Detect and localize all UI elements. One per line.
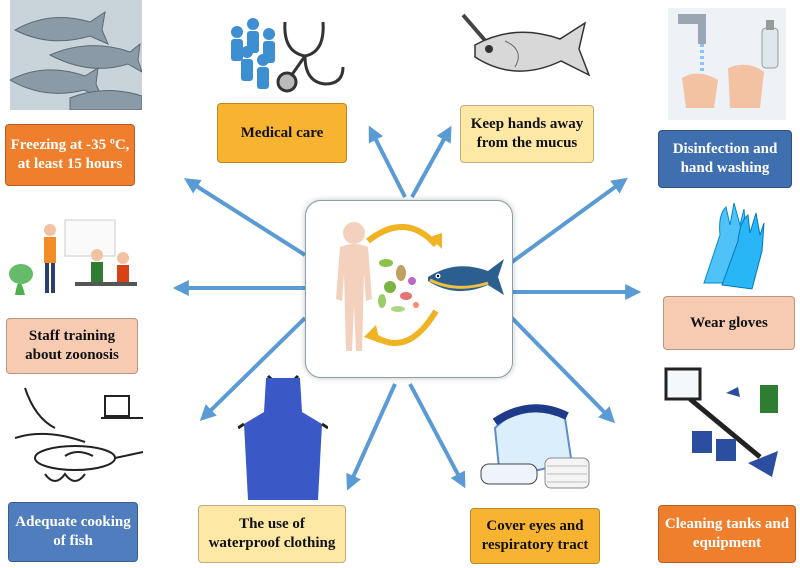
gloves-box: Wear gloves — [663, 296, 795, 350]
arrow-to-cooking — [199, 316, 307, 422]
arrow-to-medical — [368, 125, 407, 198]
cleaning-box: Cleaning tanks and equipment — [658, 505, 796, 563]
cleaning-tools-image — [660, 365, 790, 493]
pathogens-icon — [378, 259, 419, 312]
people-icon — [231, 18, 275, 89]
human-figure-icon — [336, 222, 372, 351]
arrow-to-eyes — [408, 383, 466, 489]
staff-training-box: Staff training about zoonosis — [6, 318, 138, 374]
cooking-image — [5, 378, 145, 496]
arrow-to-hands-mucus — [410, 125, 452, 198]
tuna-fish-icon — [428, 259, 504, 295]
cooking-box: Adequate cooking of fish — [8, 502, 138, 562]
face-shield-image — [475, 398, 593, 498]
medical-care-box: Medical care — [217, 103, 347, 163]
staff-training-image — [5, 200, 145, 310]
frozen-fish-image — [10, 0, 142, 110]
gloves-image — [690, 195, 775, 295]
clothing-box: The use of waterproof clothing — [198, 505, 346, 563]
cycle-arrow-top — [366, 224, 439, 248]
arrow-to-clothing — [346, 383, 397, 491]
eyes-box: Cover eyes and respiratory tract — [470, 508, 600, 564]
center-illustration — [305, 200, 513, 378]
medical-care-image — [225, 12, 350, 97]
cycle-arrow-bottom — [368, 309, 439, 346]
arrow-to-cleaning — [510, 316, 616, 424]
arrow-to-freezing — [183, 178, 307, 257]
freezing-box: Freezing at -35 ºC, at least 15 hours — [5, 124, 135, 186]
hands-mucus-box: Keep hands away from the mucus — [460, 105, 594, 163]
stethoscope-icon — [276, 21, 345, 93]
hand-washing-image — [668, 8, 786, 120]
disinfection-box: Disinfection and hand washing — [658, 130, 792, 188]
arrow-to-disinfection — [510, 177, 628, 264]
apron-image — [238, 372, 328, 502]
fish-handling-image — [455, 5, 595, 95]
